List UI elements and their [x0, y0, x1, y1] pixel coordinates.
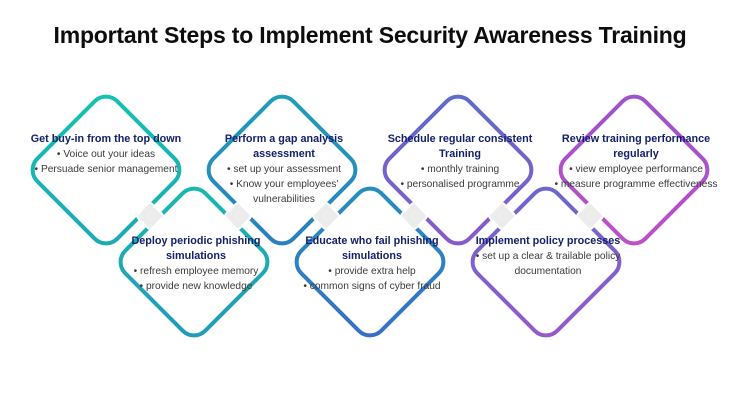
step-5-schedule-training: Schedule regular consistent Training mon…	[375, 132, 545, 192]
step-7-review-performance: Review training performance regularly vi…	[551, 132, 721, 192]
step-2-phishing-simulations: Deploy periodic phishing simulations ref…	[111, 234, 281, 294]
step-bullet: Persuade senior management	[21, 162, 191, 177]
diamond-connector	[224, 202, 252, 230]
step-heading: Get buy-in from the top down	[30, 133, 182, 145]
step-bullet: measure programme effectiveness	[551, 177, 721, 192]
step-bullet: personalised programme	[375, 177, 545, 192]
step-bullet: refresh employee memory	[111, 264, 281, 279]
step-3-gap-analysis: Perform a gap analysis assessment set up…	[199, 132, 369, 207]
step-heading: Deploy periodic phishing simulations	[131, 235, 261, 262]
step-heading: Educate who fail phishing simulations	[305, 235, 439, 262]
step-bullet: set up a clear & trailable policy docume…	[463, 249, 633, 279]
step-6-policy-processes: Implement policy processes set up a clea…	[463, 234, 633, 279]
step-4-educate: Educate who fail phishing simulations pr…	[287, 234, 457, 294]
diamond-connector	[488, 202, 516, 230]
step-bullet: monthly training	[375, 162, 545, 177]
step-bullet: common signs of cyber fraud	[287, 279, 457, 294]
step-bullet: view employee performance	[551, 162, 721, 177]
diamond-connector	[136, 202, 164, 230]
diamond-connector	[400, 202, 428, 230]
page-title: Important Steps to Implement Security Aw…	[53, 22, 687, 48]
step-1-get-buy-in: Get buy-in from the top down Voice out y…	[21, 132, 191, 177]
step-heading: Perform a gap analysis assessment	[224, 133, 344, 160]
diamond-connector	[576, 202, 604, 230]
diamond-connector	[312, 202, 340, 230]
step-bullet: Know your employees' vulnerabilities	[199, 177, 369, 207]
step-bullet: set up your assessment	[199, 162, 369, 177]
step-bullet: Voice out your ideas	[21, 147, 191, 162]
step-heading: Review training performance regularly	[561, 133, 711, 160]
step-bullet: provide new knowledge	[111, 279, 281, 294]
step-heading: Schedule regular consistent Training	[387, 133, 533, 160]
step-bullet: provide extra help	[287, 264, 457, 279]
step-heading: Implement policy processes	[475, 235, 621, 247]
